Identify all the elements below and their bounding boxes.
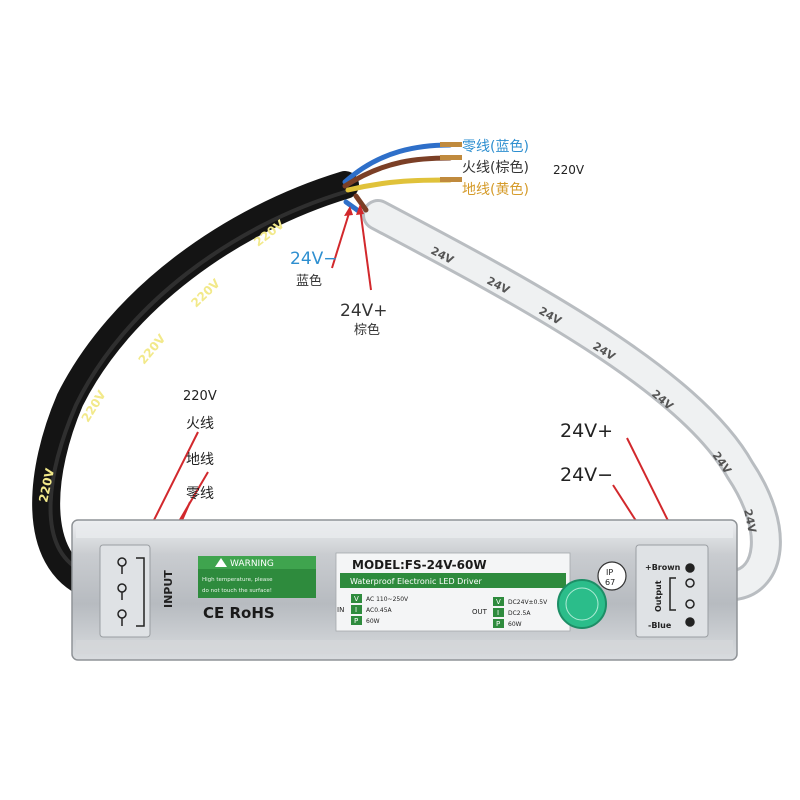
output-terminal-symbols [669,563,695,627]
dc-brown-wire [353,193,369,213]
brown-wire-tip [440,155,462,160]
ce-rohs-mark: CE RoHS [203,604,275,622]
ac-cable-highlight [48,190,347,572]
label-output-minus: 24V− [560,464,613,486]
out-current: DC2.5A [508,610,531,617]
label-220v-input: 220V [183,389,217,404]
in-power: 60W [366,618,380,625]
ip-text: IP [606,568,613,577]
tag-v-out: V [496,598,501,606]
warning-text-1: High temperature, please [202,577,273,583]
label-blue-color: 蓝色 [296,273,322,289]
label-input-earth: 地线 [186,452,214,468]
tag-i-out: I [497,609,499,617]
model-plate [335,552,571,632]
tag-p-in: P [354,617,358,625]
warning-triangle-icon [215,558,227,567]
out-label: OUT [472,608,488,616]
warning-text-2: do not touch the surface! [202,588,272,594]
label-220v-top: 220V [553,163,585,177]
output-endcap [635,544,709,638]
input-word: INPUT [162,570,175,608]
subtitle-text: Waterproof Electronic LED Driver [350,577,483,586]
tag-i-in: I [355,606,357,614]
model-text: MODEL:FS-24V-60W [352,558,487,572]
qc-seal-icon [557,579,607,629]
dc-blue-wire [343,199,363,215]
label-earth-yellow: 地线(黄色) [462,181,529,198]
driver-top-ridge [76,524,733,538]
label-brown-color: 棕色 [354,322,380,338]
tag-p-out: P [496,620,500,628]
ip-number: 67 [605,578,615,587]
warning-title: WARNING [230,559,274,569]
in-voltage: AC 110~250V [366,596,409,603]
dc-cable-print: 24V [741,508,759,534]
qc-seal-inner [565,587,599,621]
subtitle-bar [340,573,566,588]
ip-badge [597,561,627,591]
warning-title-bar [198,556,316,569]
dc-cable-prints: 24V 24V 24V 24V 24V 24V 24V [429,244,759,534]
label-24v-plus-top: 24V+ [340,301,388,321]
label-input-neutral: 零线 [186,486,214,502]
ac-cable-print: 220V [188,276,223,310]
label-output-plus: 24V+ [560,420,613,442]
label-neutral-blue: 零线(蓝色) [462,138,529,155]
blue-terminal-label: -Blue [648,621,672,630]
yellow-wire-tip [440,177,462,182]
ac-cable-prints: 220V 220V 220V 220V 220V [36,217,287,504]
label-input-live: 火线 [186,416,214,432]
dc-cable-face [365,202,779,598]
tag-v-in: V [354,595,359,603]
spec-tags [351,594,504,628]
in-label: IN [337,606,344,614]
ac-cable-print: 220V [136,331,169,367]
ac-cable [32,171,359,599]
input-terminal-symbols [117,557,145,627]
out-voltage: DC24V±0.5V [508,599,548,606]
yellow-wire [345,177,453,193]
out-power: 60W [508,621,522,628]
brown-terminal-label: +Brown [645,563,681,572]
label-live-brown: 火线(棕色) [462,159,529,176]
output-word: Output [654,580,663,612]
blue-wire-tip [440,142,462,147]
label-24v-minus-top: 24V− [290,249,338,269]
driver-bottom-ridge [76,640,733,654]
in-current: AC0.45A [366,607,393,614]
